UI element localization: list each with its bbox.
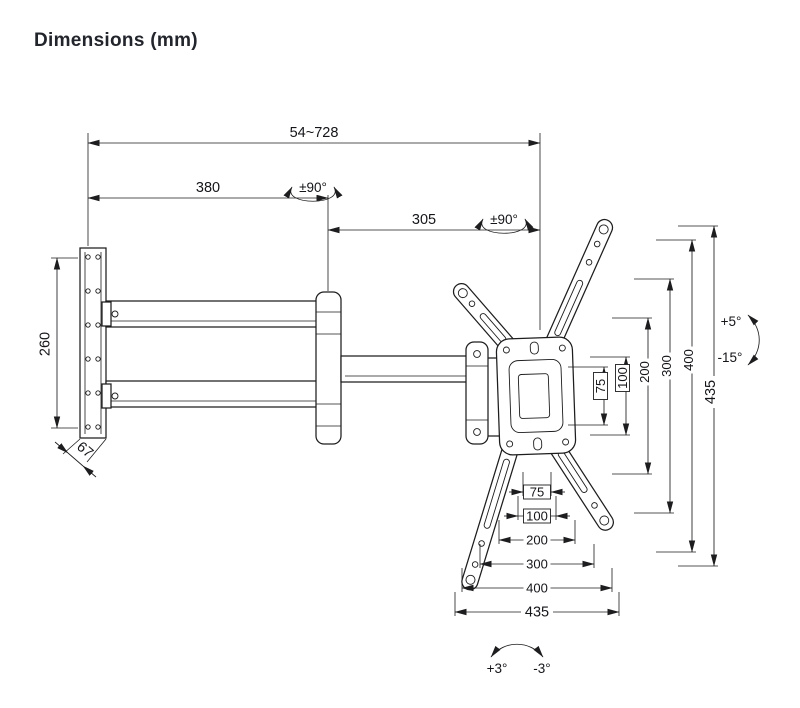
dim-wall-plate-height-label: 260 bbox=[38, 332, 54, 356]
rotation-arrow-icon bbox=[490, 643, 544, 658]
tilt-annotation: +5° -15° bbox=[718, 314, 760, 366]
rotation-annotation: +3° -3° bbox=[487, 643, 551, 676]
dim-vesa-vertical-400: 400 bbox=[656, 239, 696, 553]
dim-vesa-h-300-label: 300 bbox=[526, 557, 548, 572]
dim-vesa-horizontal-435: 435 bbox=[454, 592, 620, 621]
vesa-arm-bottom-left bbox=[461, 437, 521, 591]
dim-wall-plate-depth: 67 bbox=[54, 438, 107, 478]
wall-hinges bbox=[101, 301, 119, 409]
dim-vesa-v-300-label: 300 bbox=[659, 355, 674, 377]
lower-arm bbox=[105, 380, 325, 408]
swivel2-annotation: ±90° bbox=[474, 212, 534, 234]
dim-arm1-label: 380 bbox=[196, 180, 220, 196]
dim-vesa-vertical-435: 435 bbox=[678, 225, 719, 567]
tilt-up-label: +5° bbox=[721, 314, 742, 329]
extension-arm bbox=[340, 355, 474, 383]
dim-vesa-v-75-label: 75 bbox=[593, 379, 608, 393]
dim-vesa-vertical-75: 75 bbox=[568, 366, 608, 426]
dim-vesa-h-200-label: 200 bbox=[526, 533, 548, 548]
dim-wall-plate-height: 260 bbox=[38, 257, 78, 429]
elbow-joint bbox=[315, 291, 342, 445]
dim-vesa-horizontal-400: 400 bbox=[461, 568, 613, 596]
dim-vesa-horizontal-75: 75 bbox=[509, 472, 565, 500]
dim-vesa-horizontal-100: 100 bbox=[504, 496, 570, 524]
swivel1-arrow-icon bbox=[283, 186, 343, 202]
tilt-down-label: -15° bbox=[718, 350, 743, 365]
dim-vesa-v-100-label: 100 bbox=[615, 367, 630, 389]
rotate-minus-label: -3° bbox=[533, 661, 550, 676]
swivel2-arrow-icon bbox=[474, 218, 534, 234]
dimension-annotations: 54~728 380 ±90° 305 ±90° bbox=[38, 125, 760, 676]
dim-wall-plate-depth-label: 67 bbox=[73, 439, 96, 462]
dim-vesa-v-400-label: 400 bbox=[681, 349, 696, 371]
dim-vesa-horizontal-200: 200 bbox=[498, 520, 576, 548]
dim-vesa-vertical-100: 100 bbox=[590, 356, 630, 436]
dim-vesa-horizontal-300: 300 bbox=[479, 544, 595, 572]
swivel2-label: ±90° bbox=[490, 212, 518, 227]
dim-vesa-h-400-label: 400 bbox=[526, 581, 548, 596]
vesa-plate bbox=[495, 336, 577, 456]
dim-vesa-vertical-200: 200 bbox=[612, 317, 652, 475]
page-title: Dimensions (mm) bbox=[34, 30, 198, 51]
wall-plate bbox=[79, 247, 107, 439]
dim-arm2-label: 305 bbox=[412, 212, 436, 228]
upper-arm bbox=[105, 300, 325, 328]
dim-vesa-h-435-label: 435 bbox=[525, 605, 549, 621]
dim-vesa-v-200-label: 200 bbox=[637, 361, 652, 383]
tilt-arrow-icon bbox=[747, 314, 760, 366]
mount-drawing bbox=[79, 218, 614, 591]
dim-vesa-v-435-label: 435 bbox=[703, 380, 719, 404]
rotate-plus-label: +3° bbox=[487, 661, 508, 676]
dim-total-extension: 54~728 bbox=[87, 125, 541, 147]
dim-total-extension-label: 54~728 bbox=[290, 125, 339, 141]
swivel1-annotation: ±90° bbox=[283, 180, 343, 202]
dim-vesa-vertical-300: 300 bbox=[634, 278, 674, 514]
dim-vesa-h-100-label: 100 bbox=[526, 509, 548, 524]
swivel1-label: ±90° bbox=[299, 180, 327, 195]
dim-vesa-h-75-label: 75 bbox=[530, 485, 544, 500]
